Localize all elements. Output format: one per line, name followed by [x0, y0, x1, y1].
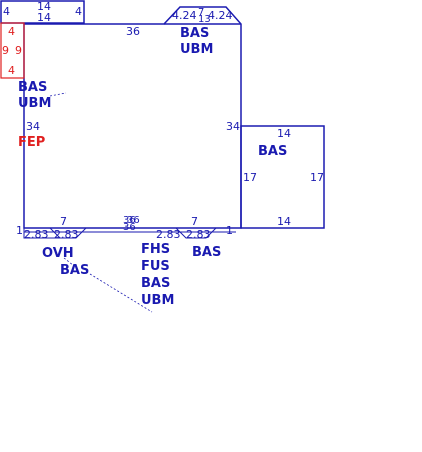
dim-bottom-right-corner: 1: [226, 224, 233, 237]
main-area-outline[interactable]: [23, 6, 242, 229]
top-small-box[interactable]: [0, 0, 85, 24]
porch-left-inner: [49, 227, 61, 239]
dim-top-small-mid-a: 14: [37, 0, 51, 13]
dim-bottom-right-a: 2.83: [156, 228, 181, 241]
label-right-bas: BAS: [192, 245, 221, 260]
dim-red-left: 9: [2, 44, 9, 57]
dim-bottom-center-b: 36: [127, 215, 140, 226]
label-mid-ubm: UBM: [141, 293, 174, 308]
dim-roof-mid-b: 13: [198, 14, 211, 25]
label-left-ubm: UBM: [18, 96, 51, 111]
dim-main-top: 36: [126, 25, 140, 38]
dim-roof-right: 4.24: [208, 9, 233, 22]
label-left-bas: BAS: [18, 80, 47, 95]
dim-main-left: 34: [26, 120, 40, 133]
dim-main-right: 34: [226, 120, 240, 133]
label-fep: FEP: [18, 135, 45, 150]
dim-bottom-center-a: 36: [123, 215, 136, 226]
label-fhs: FHS: [141, 242, 170, 257]
dim-top-small-right: 4: [75, 5, 82, 18]
dim-bottom-left-corner: 1: [16, 224, 23, 237]
fep-box[interactable]: [0, 22, 25, 79]
dim-bottom-left-a: 2.83: [24, 228, 49, 241]
dim-red-right: 9: [15, 44, 22, 57]
label-mid-bas: BAS: [141, 276, 170, 291]
porch-right-outline[interactable]: [175, 227, 217, 239]
dim-bottom-right-b: 2.83: [186, 228, 211, 241]
porch-left-outline[interactable]: [23, 227, 87, 239]
dim-roof-mid-a: 7: [198, 7, 204, 18]
dim-side-bottom: 14: [277, 215, 291, 228]
leader-mid: [89, 273, 153, 313]
label-ovh: OVH: [42, 246, 74, 261]
dim-top-small-left: 4: [3, 5, 10, 18]
dim-roof-left: 4.24: [172, 9, 197, 22]
dim-side-left: 17: [243, 171, 257, 184]
label-ovh-bas: BAS: [60, 263, 89, 278]
label-fus: FUS: [141, 259, 170, 274]
side-room-outline[interactable]: [240, 125, 325, 229]
dim-bottom-right-top: 7: [191, 215, 198, 228]
dim-top-small-mid-b: 14: [37, 11, 51, 24]
dim-side-right: 17: [310, 171, 324, 184]
dim-side-top: 14: [277, 127, 291, 140]
label-roof-ubm: UBM: [180, 42, 213, 57]
label-side-bas: BAS: [258, 144, 287, 159]
dim-red-bottom: 4: [8, 64, 15, 77]
dim-red-top: 4: [8, 25, 15, 38]
leader-left: [49, 92, 67, 97]
dim-bottom-center-c: 36: [123, 222, 136, 233]
dim-bottom-left-b: 2.83: [54, 228, 79, 241]
label-roof-bas: BAS: [180, 26, 209, 41]
dim-bottom-left-top: 7: [60, 215, 67, 228]
